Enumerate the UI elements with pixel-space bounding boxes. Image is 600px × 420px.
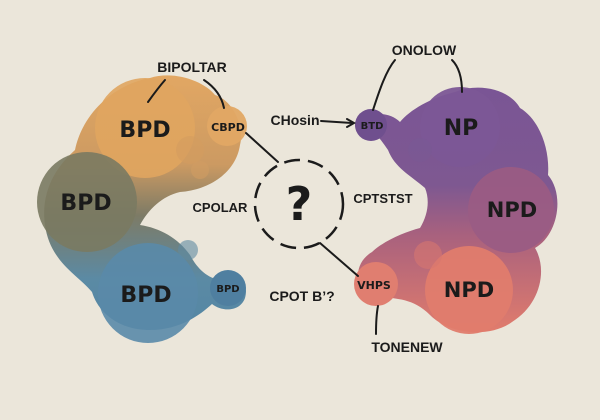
cbpd-to-center-line <box>245 132 279 163</box>
right-cluster <box>354 87 558 334</box>
left-bottom-node-shape <box>98 243 198 343</box>
center-to-vhps-line <box>319 242 359 277</box>
right-bottom-small-node-shape <box>354 262 398 306</box>
left-cluster <box>37 75 247 343</box>
right-bottom-node-shape <box>425 246 513 334</box>
right-top-node-label: NP <box>444 116 479 141</box>
annotation-cptstst: CPTSTST <box>353 191 412 206</box>
right-bottom-small-node-label: VHPS <box>357 279 391 292</box>
left-bottom-small-node-shape <box>210 270 246 306</box>
annotation-bipoltar: BIPOLTAR <box>157 59 226 75</box>
onolow-connector-left <box>372 59 396 111</box>
annotation-tonenew: TONENEW <box>371 339 443 355</box>
vhps-to-tonenew-line <box>375 305 379 335</box>
right-small-node-shape <box>355 109 387 141</box>
right-bubble-decoration <box>408 138 432 162</box>
left-bottom-small-node-label: BPD <box>216 284 239 295</box>
left-middle-node-label: BPD <box>60 191 111 216</box>
left-middle-node-shape <box>37 152 137 252</box>
right-small-node-label: BTD <box>361 121 384 132</box>
left-top-node-label: BPD <box>119 118 170 143</box>
chosin-arrowhead <box>346 118 357 128</box>
chosin-arrow <box>320 120 353 124</box>
right-bottom-node-label: NPD <box>444 278 494 302</box>
annotation-onolow: ONOLOW <box>392 42 457 58</box>
left-top-small-node-shape <box>207 106 247 146</box>
left-bubble-decoration <box>178 240 198 260</box>
center-question: ? <box>253 158 345 250</box>
right-middle-node-shape <box>468 167 554 253</box>
dashed-circle <box>253 158 345 250</box>
right-bubble-decoration <box>414 241 442 269</box>
left-bubble-decoration <box>191 161 209 179</box>
right-top-node-shape <box>420 87 500 167</box>
question-mark: ? <box>286 177 313 231</box>
left-top-small-node-label: CBPD <box>211 121 245 134</box>
left-bubble-decoration <box>176 136 204 164</box>
onolow-connector-right <box>451 59 463 93</box>
annotation-cpolar: CPOLAR <box>193 200 249 215</box>
bipoltar-connector-right <box>203 79 225 109</box>
annotation-chosin: CHosin <box>271 112 320 128</box>
right-middle-node-label: NPD <box>487 198 537 222</box>
annotation-cpot: CPOT B’? <box>269 288 334 304</box>
left-bottom-node-label: BPD <box>120 283 171 308</box>
bipoltar-connector <box>147 79 166 103</box>
connectors <box>147 59 463 335</box>
left-top-node-shape <box>95 78 195 178</box>
